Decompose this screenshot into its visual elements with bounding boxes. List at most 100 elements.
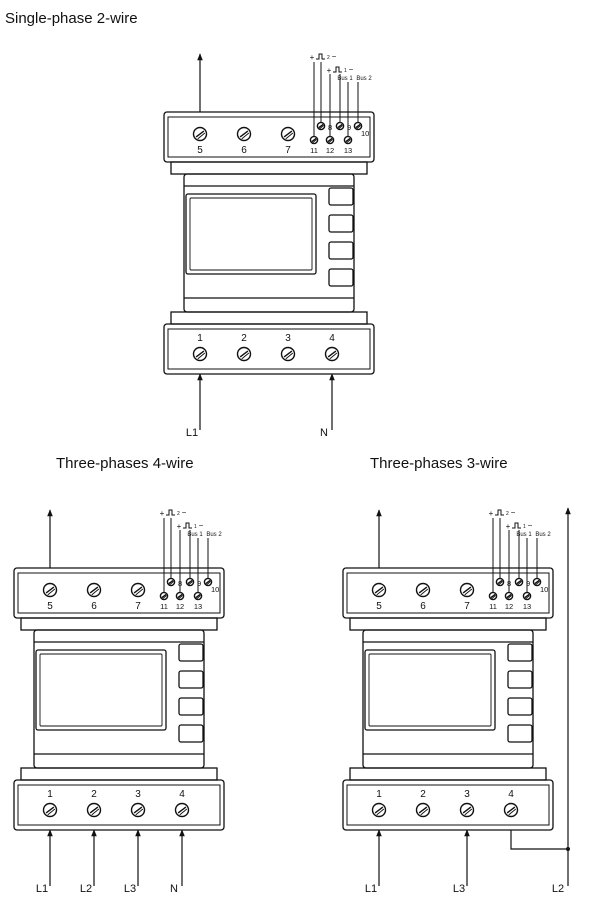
pulse-terminal-label-12: 12 <box>326 146 334 155</box>
pulse-1-plus: + <box>177 522 182 531</box>
diagram-title-three-phase-4-wire: Three-phases 4-wire <box>56 455 194 472</box>
meter-button <box>178 643 204 662</box>
pulse-2-symbol <box>495 509 504 516</box>
pulse-2-index: 2 <box>506 511 509 517</box>
terminal-label-6: 6 <box>420 601 426 612</box>
lcd-display <box>364 649 496 731</box>
terminal-label-7: 7 <box>135 601 141 612</box>
wire-label-L3: L3 <box>453 883 465 895</box>
bus-1-label: Bus 1 <box>337 76 353 82</box>
meter-button <box>178 670 204 689</box>
pulse-2-minus: − <box>182 508 187 517</box>
wire-label-L1: L1 <box>36 883 48 895</box>
pulse-2-symbol <box>316 53 325 60</box>
pulse-2-index: 2 <box>327 55 330 61</box>
wire-label-L2: L2 <box>80 883 92 895</box>
terminal-label-6: 6 <box>91 601 97 612</box>
pulse-terminal-label-9: 9 <box>347 123 351 132</box>
pulse-2-index: 2 <box>177 511 180 517</box>
bus-2-label: Bus 2 <box>206 532 222 538</box>
terminal-label-3: 3 <box>464 789 470 800</box>
pulse-terminal-label-11: 11 <box>489 602 497 611</box>
terminal-label-5: 5 <box>197 145 203 156</box>
terminal-label-6: 6 <box>241 145 247 156</box>
pulse-terminal-label-10: 10 <box>361 129 369 138</box>
pulse-1-minus: − <box>199 521 204 530</box>
terminal-label-2: 2 <box>91 789 97 800</box>
lcd-display <box>35 649 167 731</box>
pulse-terminal-label-9: 9 <box>526 579 530 588</box>
pulse-2-plus: + <box>489 509 494 518</box>
terminal-label-2: 2 <box>420 789 426 800</box>
terminal-label-4: 4 <box>329 333 335 344</box>
pulse-1-plus: + <box>327 66 332 75</box>
terminal-label-1: 1 <box>47 789 53 800</box>
pulse-1-index: 1 <box>194 524 197 530</box>
bottom-terminal-block <box>13 779 225 831</box>
wire-label-L3: L3 <box>124 883 136 895</box>
bus-2-label: Bus 2 <box>535 532 551 538</box>
terminal-label-4: 4 <box>179 789 185 800</box>
terminal-label-5: 5 <box>47 601 53 612</box>
meter-button <box>507 697 533 716</box>
pulse-terminal-label-12: 12 <box>176 602 184 611</box>
pulse-terminal-label-11: 11 <box>160 602 168 611</box>
meter-button <box>328 241 354 260</box>
lcd-display <box>185 193 317 275</box>
pulse-1-symbol <box>183 522 192 529</box>
pulse-terminal-label-12: 12 <box>505 602 513 611</box>
junction-dot <box>566 847 570 851</box>
pulse-terminal-label-10: 10 <box>540 585 548 594</box>
wire-label-L1: L1 <box>365 883 377 895</box>
pulse-1-index: 1 <box>344 68 347 74</box>
pulse-1-symbol <box>333 66 342 73</box>
pulse-2-plus: + <box>160 509 165 518</box>
terminal-label-7: 7 <box>464 601 470 612</box>
terminal-label-4: 4 <box>508 789 514 800</box>
pulse-1-minus: − <box>528 521 533 530</box>
wire-label-N: N <box>320 427 328 439</box>
bottom-terminal-block <box>163 323 375 375</box>
bottom-terminal-block <box>342 779 554 831</box>
bus-1-label: Bus 1 <box>187 532 203 538</box>
meter-button <box>328 268 354 287</box>
pulse-2-minus: − <box>511 508 516 517</box>
terminal-label-7: 7 <box>285 145 291 156</box>
terminal-label-2: 2 <box>241 333 247 344</box>
terminal-label-3: 3 <box>285 333 291 344</box>
meter-button <box>507 670 533 689</box>
wire-label-N: N <box>170 883 178 895</box>
meter-button <box>507 643 533 662</box>
meter-button <box>328 187 354 206</box>
terminal-label-3: 3 <box>135 789 141 800</box>
pulse-terminal-label-10: 10 <box>211 585 219 594</box>
pulse-terminal-label-13: 13 <box>523 602 531 611</box>
pulse-1-index: 1 <box>523 524 526 530</box>
diagram-title-three-phase-3-wire: Three-phases 3-wire <box>370 455 508 472</box>
meter-button <box>328 214 354 233</box>
pulse-2-symbol <box>166 509 175 516</box>
terminal-label-5: 5 <box>376 601 382 612</box>
pulse-2-plus: + <box>310 53 315 62</box>
l2-tap-wire <box>510 830 568 850</box>
bus-1-label: Bus 1 <box>516 532 532 538</box>
diagram-title-single-phase: Single-phase 2-wire <box>5 10 138 27</box>
pulse-terminal-label-11: 11 <box>310 146 318 155</box>
pulse-2-minus: − <box>332 52 337 61</box>
wire-label-L1: L1 <box>186 427 198 439</box>
pulse-1-plus: + <box>506 522 511 531</box>
pulse-terminal-label-13: 13 <box>344 146 352 155</box>
pulse-terminal-label-9: 9 <box>197 579 201 588</box>
terminal-label-1: 1 <box>376 789 382 800</box>
meter-button <box>507 724 533 743</box>
pulse-1-symbol <box>512 522 521 529</box>
pulse-terminal-label-13: 13 <box>194 602 202 611</box>
bus-2-label: Bus 2 <box>356 76 372 82</box>
meter-button <box>178 697 204 716</box>
meter-button <box>178 724 204 743</box>
terminal-label-1: 1 <box>197 333 203 344</box>
pulse-1-minus: − <box>349 65 354 74</box>
